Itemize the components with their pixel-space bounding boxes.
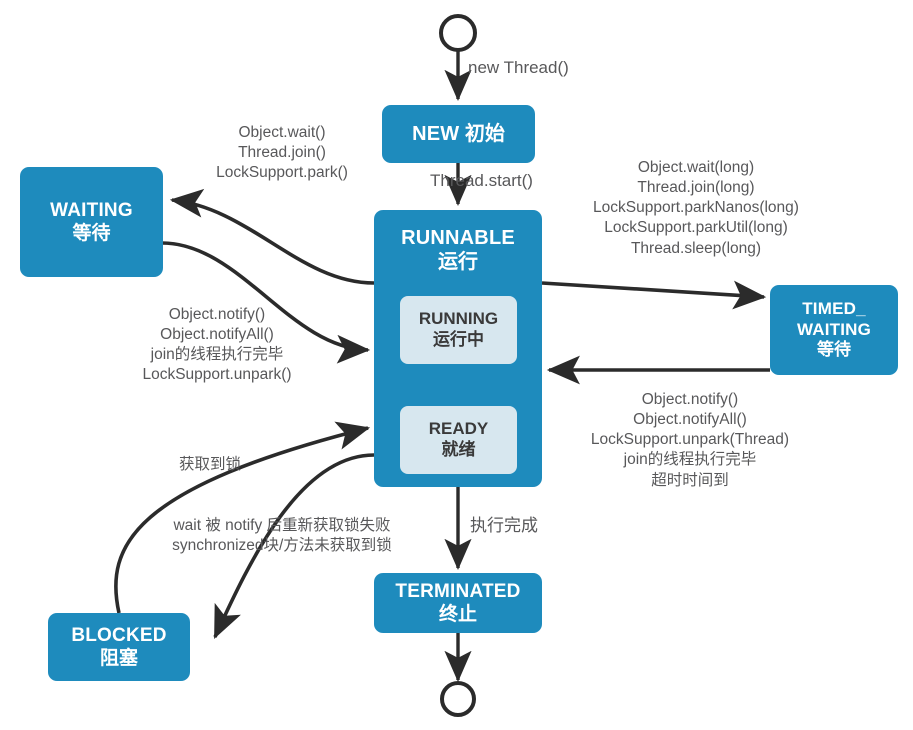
- substate-running-label-zh: 运行中: [433, 330, 484, 349]
- substate-ready[interactable]: READY 就绪: [400, 406, 517, 474]
- state-waiting-label-en: WAITING: [50, 199, 133, 221]
- state-blocked-label-zh: 阻塞: [99, 648, 138, 669]
- edge-blocked-to-runnable: [114, 421, 371, 614]
- edge-label-timed-waiting-to-runnable: Object.notify() Object.notifyAll() LockS…: [590, 391, 790, 489]
- state-runnable-label-zh: 运行: [438, 251, 478, 274]
- state-timed-waiting[interactable]: TIMED_ WAITING 等待: [770, 285, 898, 375]
- edge-label-new-to-runnable: Thread.start(): [430, 171, 533, 190]
- state-new-label: NEW 初始: [412, 122, 505, 145]
- edge-label-runnable-to-waiting: Object.wait() Thread.join() LockSupport.…: [216, 124, 348, 182]
- edge-label-waiting-to-runnable: Object.notify() Object.notifyAll() join的…: [142, 306, 292, 384]
- state-waiting[interactable]: WAITING 等待: [20, 167, 163, 277]
- state-runnable-label-en: RUNNABLE: [401, 227, 515, 249]
- state-timed-waiting-label-zh: 等待: [817, 340, 851, 360]
- state-terminated[interactable]: TERMINATED 终止: [374, 573, 542, 633]
- edge-waiting-to-runnable: [161, 241, 371, 364]
- edge-label-runnable-to-timed-waiting-alt: Object.wait(long) Thread.join(long) Lock…: [593, 159, 799, 257]
- edge-label-runnable-to-terminated: 执行完成: [470, 516, 538, 535]
- state-terminated-label-en: TERMINATED: [395, 580, 521, 602]
- state-blocked[interactable]: BLOCKED 阻塞: [48, 613, 190, 681]
- edge-runnable-to-timed-waiting: [541, 280, 767, 310]
- state-waiting-label-zh: 等待: [72, 223, 111, 244]
- state-timed-waiting-label-en-1: TIMED_: [802, 298, 866, 318]
- edge-label-start-to-new: new Thread(): [468, 58, 569, 77]
- end-node-circle: [440, 681, 476, 717]
- edge-label-runnable-to-blocked: wait 被 notify 后重新获取锁失败 synchronized块/方法未…: [172, 517, 392, 555]
- state-terminated-label-zh: 终止: [438, 604, 477, 625]
- state-new[interactable]: NEW 初始: [382, 105, 535, 163]
- substate-running[interactable]: RUNNING 运行中: [400, 296, 517, 364]
- state-blocked-label-en: BLOCKED: [71, 624, 167, 646]
- substate-ready-label-en: READY: [428, 419, 489, 439]
- state-timed-waiting-label-en-2: WAITING: [796, 319, 872, 339]
- edge-runnable-to-blocked: [213, 453, 375, 639]
- start-node-circle: [439, 14, 477, 52]
- edge-runnable-to-waiting: [169, 188, 375, 285]
- substate-ready-label-zh: 就绪: [441, 440, 476, 459]
- edge-label-blocked-to-runnable: 获取到锁: [178, 456, 241, 473]
- substate-running-label-en: RUNNING: [418, 309, 499, 329]
